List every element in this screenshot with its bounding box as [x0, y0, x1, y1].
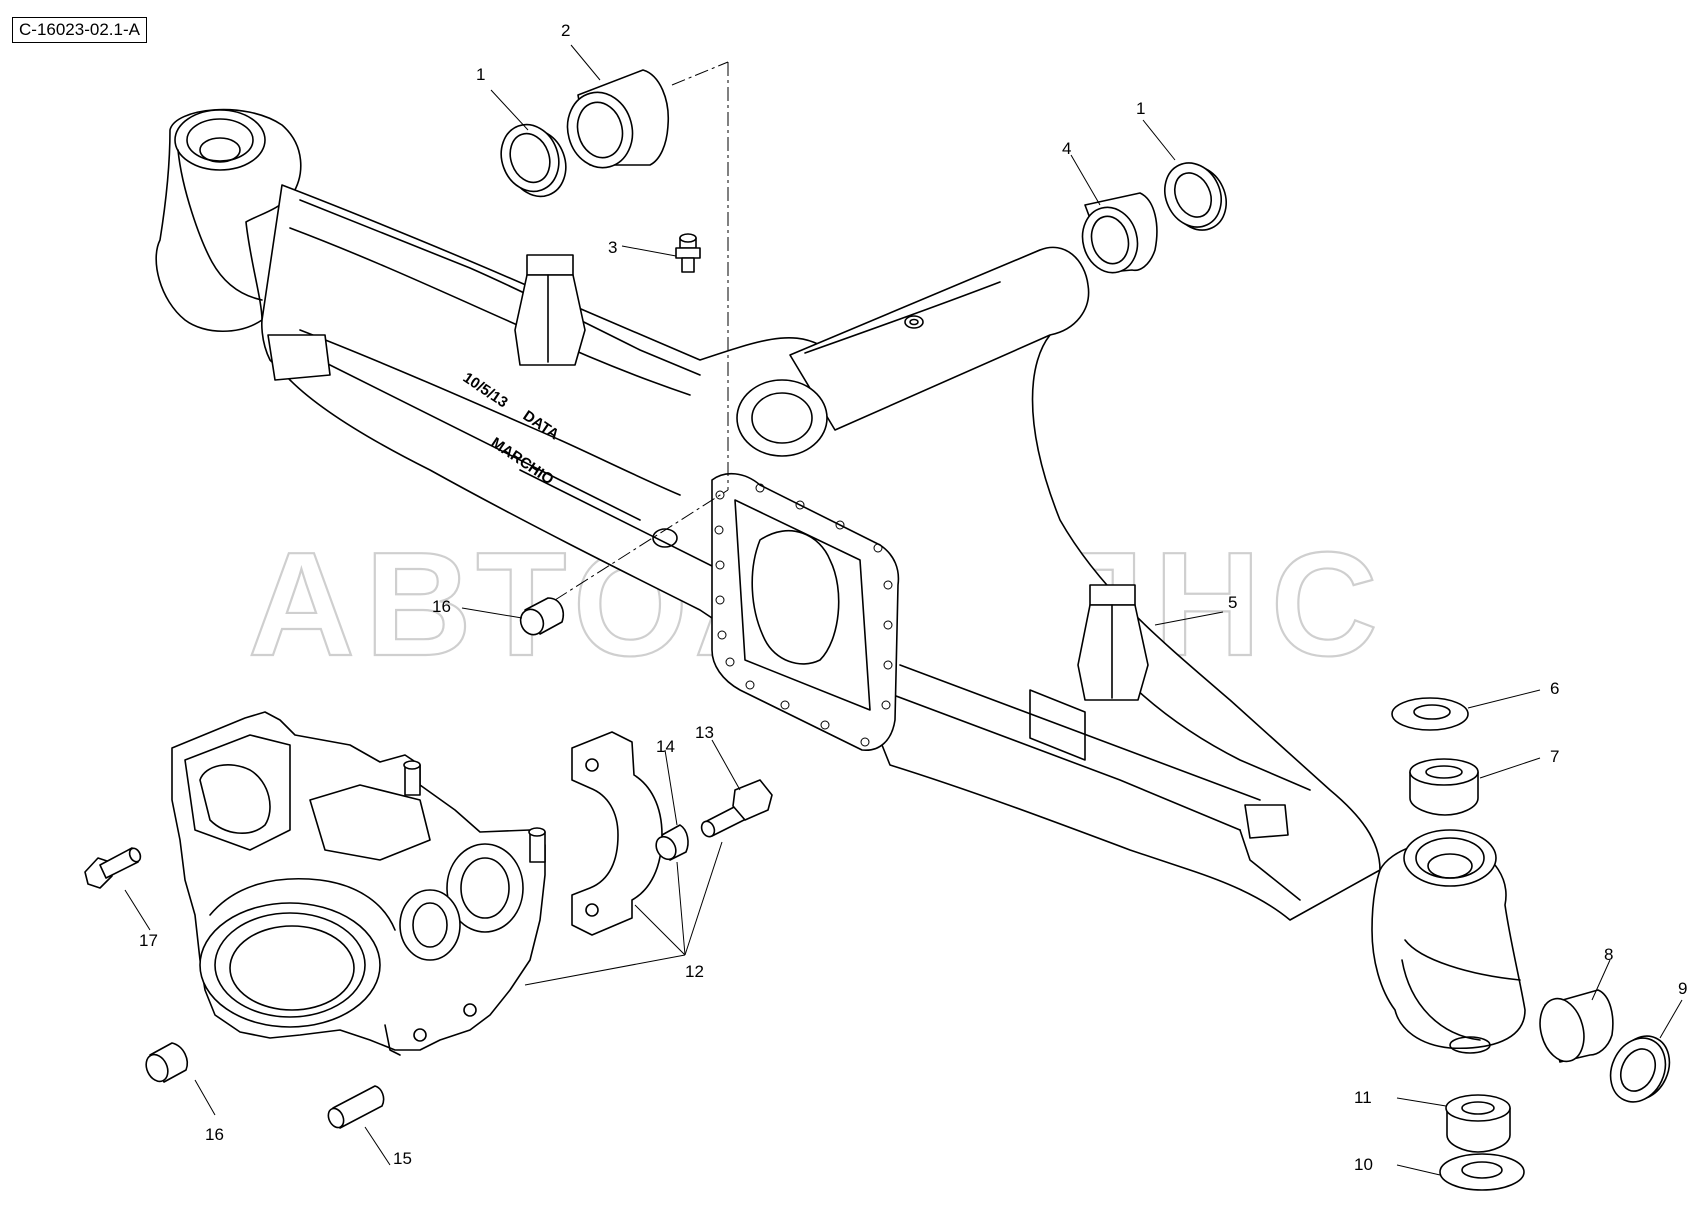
part-bolt-13 — [700, 779, 773, 838]
part-grease-fitting — [675, 233, 701, 273]
callout-9: 9 — [1678, 979, 1687, 998]
callout-3: 3 — [608, 238, 617, 257]
part-dowel-14 — [655, 824, 689, 861]
part-bushing-8 — [1539, 989, 1614, 1063]
part-bushing-7 — [1409, 758, 1479, 816]
callout-8: 8 — [1604, 945, 1613, 964]
part-seal-ring-9 — [1609, 1035, 1671, 1103]
callout-4: 4 — [1062, 139, 1071, 158]
callout-1-right: 1 — [1136, 99, 1145, 118]
flange-bolt-holes — [714, 483, 893, 747]
part-seal-ring-top-left — [500, 123, 567, 198]
callout-1-left: 1 — [476, 65, 485, 84]
part-plug-middle — [519, 597, 564, 636]
part-bolt-17 — [84, 847, 142, 889]
callout-14: 14 — [656, 737, 675, 756]
part-bearing-cap — [571, 731, 663, 936]
callout-15: 15 — [393, 1149, 412, 1168]
callout-2: 2 — [561, 21, 570, 40]
differential-carrier-housing — [171, 711, 546, 1056]
callout-10: 10 — [1354, 1155, 1373, 1174]
part-washer-6 — [1391, 697, 1469, 731]
reference-code-label: C-16023-02.1-A — [12, 17, 147, 43]
part-bushing-11 — [1445, 1094, 1511, 1153]
callout-17: 17 — [139, 931, 158, 950]
part-bushing-4 — [1081, 192, 1158, 274]
callout-16-lower: 16 — [205, 1125, 224, 1144]
callout-11: 11 — [1354, 1088, 1372, 1107]
part-seal-ring-top-right — [1164, 162, 1227, 231]
callout-13: 13 — [695, 723, 714, 742]
callout-6: 6 — [1550, 679, 1559, 698]
leader-lines — [124, 44, 1683, 1176]
part-washer-10 — [1439, 1153, 1525, 1191]
callout-labels: 1 2 1 3 4 5 16 6 7 13 14 17 12 8 9 11 16… — [139, 21, 1687, 1174]
callout-5: 5 — [1228, 593, 1237, 612]
callout-12: 12 — [685, 962, 704, 981]
part-bushing-2 — [566, 69, 670, 169]
callout-16-middle: 16 — [432, 597, 451, 616]
callout-7: 7 — [1550, 747, 1559, 766]
axle-beam-housing: 10/5/13 DATA MARCHIO — [155, 108, 1526, 1054]
part-pin-15 — [327, 1085, 385, 1129]
part-plug-lower — [145, 1042, 188, 1083]
